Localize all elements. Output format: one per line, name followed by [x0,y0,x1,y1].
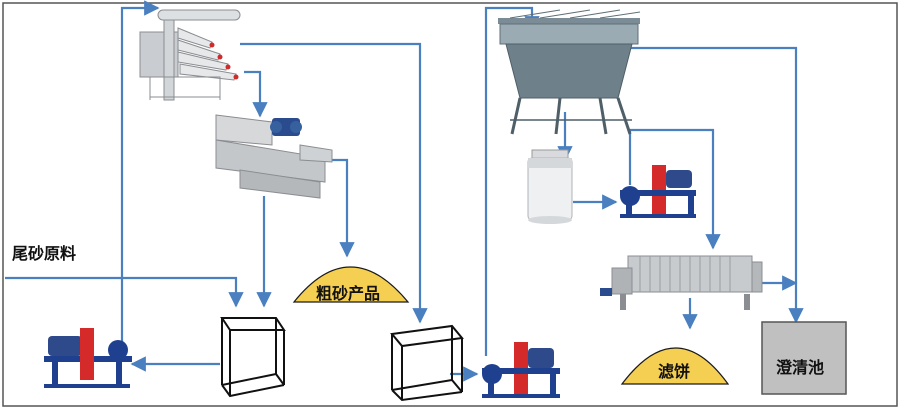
slurry-pump-icon [44,328,132,388]
pipe-pump1-to-cyclone [120,0,160,350]
filter-cake-label: 滤饼 [658,362,691,381]
dewatering-screen-icon [215,114,333,199]
pipe-pump3-to-press [628,128,721,250]
pipe-cyclone-to-screen [244,70,268,118]
filter-press-icon [600,255,763,310]
slurry-pump-2-icon [482,342,560,398]
pipe-screen-to-sand [330,158,355,258]
hydrocyclone-icon [139,9,241,101]
pipe-cyclone-overflow [240,42,428,324]
slurry-pump-3-icon [620,165,696,218]
raw-material-label: 尾砂原料 [12,244,77,263]
clarifier-pool-label: 澄清池 [776,358,825,377]
pipe-thickener-overflow [600,46,804,324]
pipe-raw-feed [5,276,244,308]
coarse-sand-pile [292,266,410,303]
sump-tank-icon [220,317,286,398]
clarifier-pool [761,321,847,395]
filter-cake-pile [620,347,730,385]
thickener-icon [498,9,641,135]
sump-tank-2-icon [390,324,464,402]
agitation-tank-icon [527,149,573,224]
coarse-sand-product-label: 粗砂产品 [316,284,381,303]
